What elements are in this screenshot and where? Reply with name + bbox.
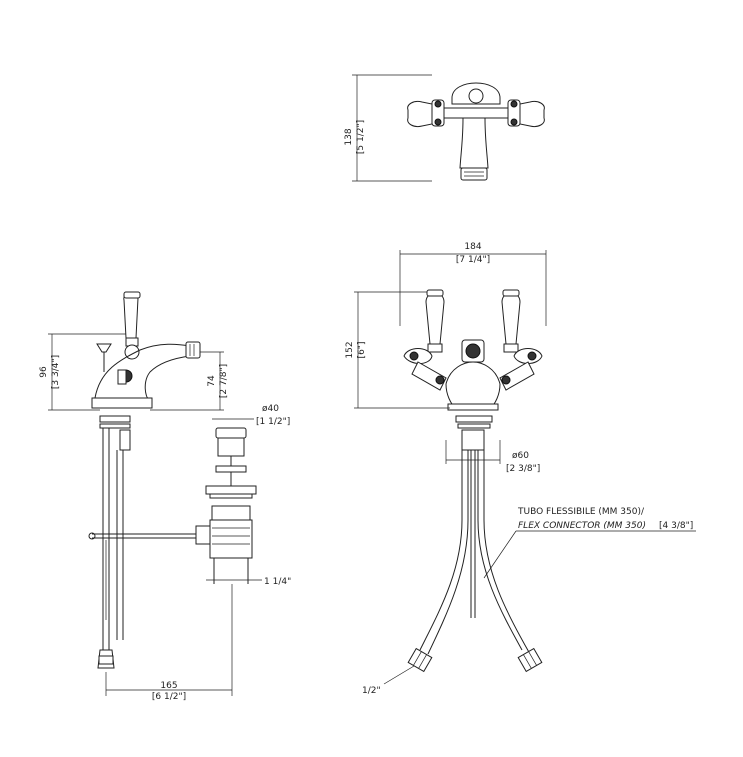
depth-in: [6 1/2"] <box>152 692 186 702</box>
hose-label-it: TUBO FLESSIBILE (MM 350)/ <box>517 507 645 517</box>
hose-fitting-left <box>407 647 433 673</box>
top-height-mm: 138 <box>344 128 354 145</box>
side-height-in: [3 3/4"] <box>51 355 61 389</box>
base-dia-in: [2 3/8"] <box>506 464 540 474</box>
top-height-in: [5 1/2"] <box>356 120 366 154</box>
spout-height-mm: 74 <box>207 375 217 387</box>
hose-thread: 1/2" <box>362 686 381 696</box>
spout-height-in: [2 7/8"] <box>219 364 229 398</box>
top-view: 138 [5 1/2"] <box>344 74 545 182</box>
front-height-mm: 152 <box>345 341 355 358</box>
hose-label-in: [4 3/8"] <box>659 521 693 531</box>
waste-thread: 1 1/4" <box>264 577 291 587</box>
depth-mm: 165 <box>160 681 177 691</box>
hose-fitting-right <box>517 647 543 673</box>
waste-dia-mm: ø40 <box>262 404 279 414</box>
base-dia-mm: ø60 <box>512 451 529 461</box>
hose-label-en: FLEX CONNECTOR (MM 350) <box>518 521 646 531</box>
front-view: 184 [7 1/4"] 152 [6"] <box>345 242 696 696</box>
waste-dia-in: [1 1/2"] <box>256 417 290 427</box>
front-height-in: [6"] <box>357 342 367 359</box>
side-view: 96 [3 3/4"] 74 [2 7/8"] <box>39 291 291 702</box>
front-width-in: [7 1/4"] <box>456 255 490 265</box>
front-width-mm: 184 <box>464 242 481 252</box>
side-height-mm: 96 <box>39 366 49 378</box>
